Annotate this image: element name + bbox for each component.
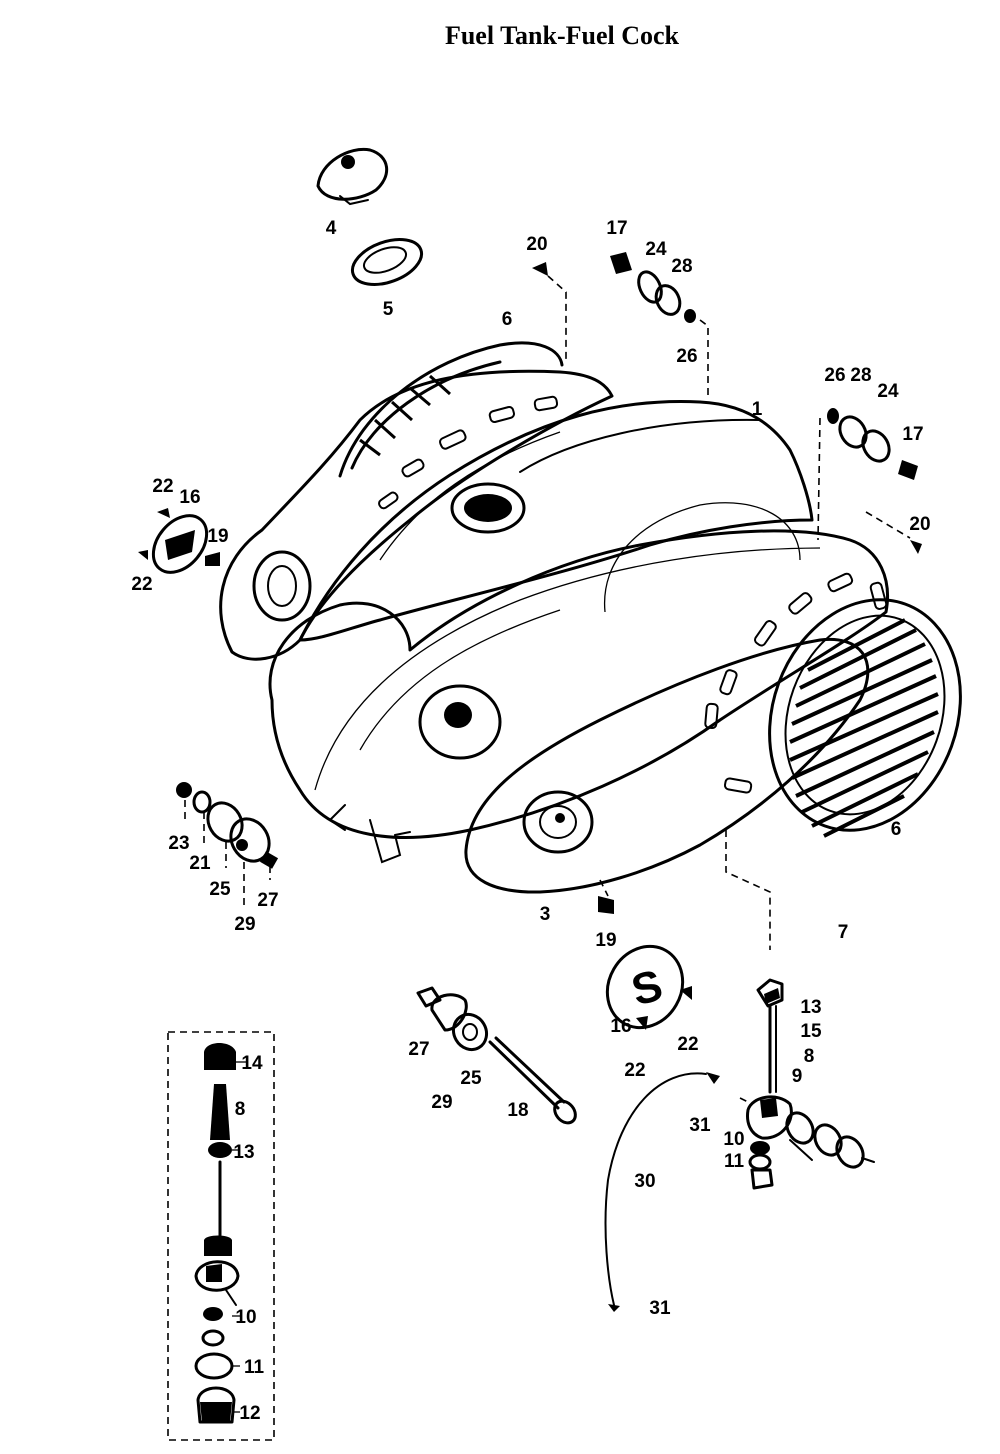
- callout-26: 26: [676, 346, 697, 367]
- tank-mount-brackets: [329, 804, 411, 864]
- callout-31: 31: [689, 1115, 711, 1136]
- callout-26: 26: [824, 365, 845, 386]
- callout-15: 15: [800, 1021, 822, 1042]
- fuel-cap: [316, 147, 388, 206]
- callout-13: 13: [800, 997, 821, 1018]
- callout-27: 27: [408, 1039, 429, 1060]
- tank-vent-slots-left: [378, 395, 559, 510]
- grille-cover: [768, 598, 962, 838]
- callout-23: 23: [168, 833, 189, 854]
- callout-28: 28: [850, 365, 871, 386]
- callout-17: 17: [606, 218, 627, 239]
- fuel-cock-assembly: [739, 978, 875, 1190]
- emblem-letter: S: [626, 961, 667, 1016]
- callout-1: 1: [752, 399, 763, 420]
- tank-vent-slots-right: [704, 572, 888, 794]
- callout-27: 27: [257, 890, 278, 911]
- callout-31: 31: [649, 1298, 671, 1319]
- callout-13: 13: [233, 1142, 254, 1163]
- upper-grille-cover: [338, 341, 564, 478]
- cap-gasket: [350, 238, 424, 286]
- fuel-hose: [604, 1072, 707, 1306]
- bolt-20-top: [532, 262, 548, 276]
- callout-24: 24: [877, 381, 899, 402]
- callout-9: 9: [792, 1066, 803, 1087]
- callouts: 4 5 20 6 17 24 28 26 1 26 28 24 17 20 22…: [131, 218, 930, 1424]
- tank-left-emblem-socket: [252, 550, 312, 622]
- callout-20: 20: [526, 234, 547, 255]
- screw-19-bottom: [598, 896, 614, 914]
- filler-neck: [450, 482, 526, 534]
- callout-10: 10: [723, 1129, 744, 1150]
- callout-7: 7: [838, 922, 849, 943]
- strap-assembly: [416, 986, 577, 1125]
- callout-24: 24: [645, 239, 667, 260]
- tank-front-emblem-socket: [522, 790, 594, 854]
- tank-knee-socket: [418, 684, 502, 760]
- callout-22: 22: [677, 1034, 698, 1055]
- callout-28: 28: [671, 256, 692, 277]
- callout-17: 17: [902, 424, 923, 445]
- callout-21: 21: [189, 853, 211, 874]
- fuel-cock-inset: [167, 1031, 275, 1441]
- mount-stack-right: [817, 408, 922, 554]
- callout-16: 16: [610, 1016, 631, 1037]
- callout-11: 11: [244, 1357, 265, 1378]
- callout-22: 22: [152, 476, 173, 497]
- callout-12: 12: [239, 1403, 260, 1424]
- callout-19: 19: [207, 526, 228, 547]
- callout-22: 22: [131, 574, 152, 595]
- callout-29: 29: [234, 914, 255, 935]
- callout-11: 11: [724, 1151, 745, 1172]
- callout-29: 29: [431, 1092, 452, 1113]
- callout-4: 4: [326, 218, 337, 239]
- callout-6: 6: [502, 309, 513, 330]
- callout-30: 30: [634, 1171, 655, 1192]
- tank-front-side-panel: [464, 637, 870, 894]
- emblem-left: [138, 508, 220, 574]
- fuel-tank: [219, 369, 889, 894]
- callout-18: 18: [507, 1100, 528, 1121]
- callout-25: 25: [209, 879, 231, 900]
- diagram-title: Fuel Tank-Fuel Cock: [445, 21, 680, 50]
- mount-stack-left: [176, 782, 279, 905]
- callout-16: 16: [179, 487, 200, 508]
- callout-8: 8: [235, 1099, 246, 1120]
- tank-top-ribbon: [298, 400, 814, 642]
- callout-5: 5: [383, 299, 394, 320]
- callout-10: 10: [235, 1307, 256, 1328]
- callout-22: 22: [624, 1060, 645, 1081]
- callout-14: 14: [241, 1053, 263, 1074]
- callout-6: 6: [891, 819, 902, 840]
- callout-3: 3: [540, 904, 551, 925]
- tank-center-body: [268, 529, 889, 839]
- tank-left-side-panel: [219, 369, 614, 661]
- callout-25: 25: [460, 1068, 482, 1089]
- callout-19: 19: [595, 930, 616, 951]
- callout-20: 20: [909, 514, 930, 535]
- callout-8: 8: [804, 1046, 815, 1067]
- mount-stack-upper-right: [610, 252, 709, 400]
